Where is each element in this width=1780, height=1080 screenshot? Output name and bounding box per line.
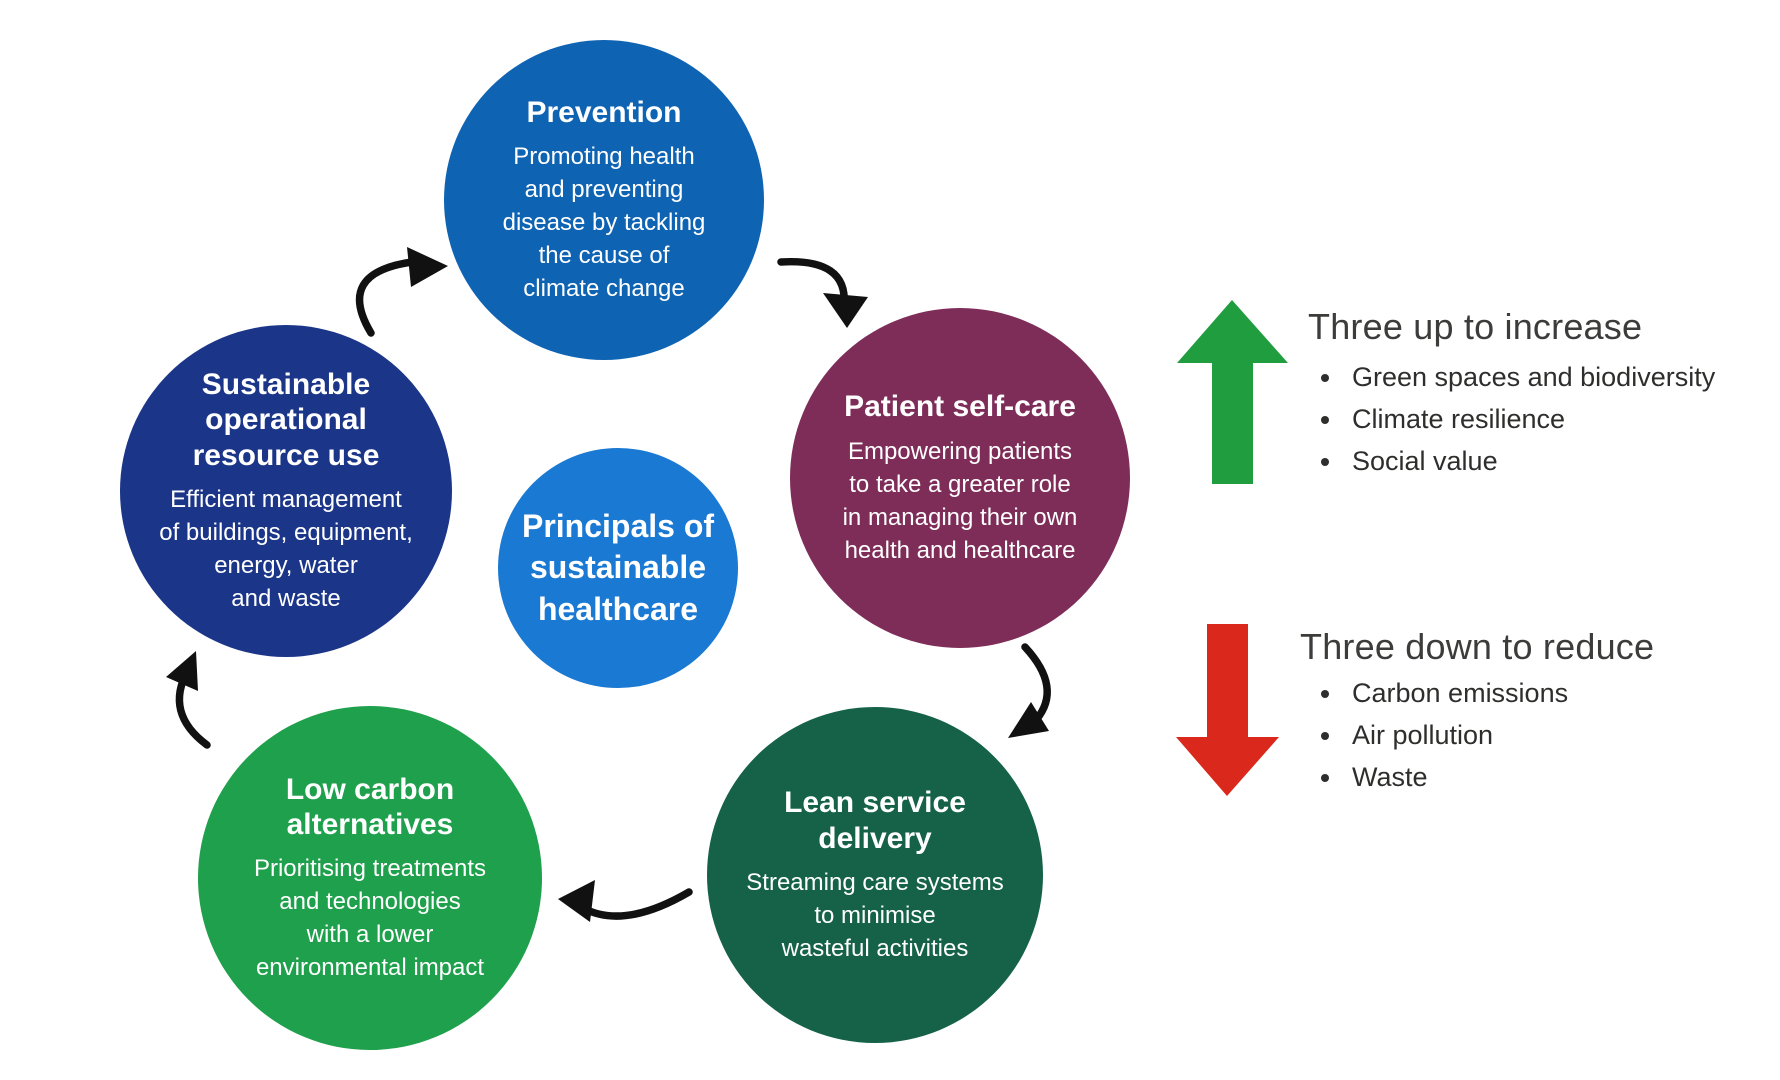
connector-arrow-patient-to-lean-icon bbox=[1008, 643, 1051, 738]
circle-lean-heading: Lean service delivery bbox=[784, 786, 966, 855]
increase-heading: Three up to increase bbox=[1308, 306, 1643, 347]
connector-arrow-lowcarbon-to-operational-icon bbox=[166, 651, 211, 749]
connector-arrow-operational-to-prevention-icon bbox=[355, 247, 448, 337]
circle-prevention: Prevention Promoting health and preventi… bbox=[444, 40, 764, 360]
list-item: Carbon emissions bbox=[1344, 678, 1568, 709]
list-item: Social value bbox=[1344, 446, 1715, 477]
circle-prevention-body: Promoting health and preventing disease … bbox=[502, 143, 706, 303]
connector-arrow-prevention-to-patient-icon bbox=[777, 257, 868, 328]
increase-list: Green spaces and biodiversity Climate re… bbox=[1322, 362, 1715, 488]
up-block-arrow-icon bbox=[1177, 300, 1288, 484]
circle-lean-service-delivery: Lean service delivery Streaming care sys… bbox=[707, 707, 1043, 1043]
circle-operational-body: Efficient management of buildings, equip… bbox=[159, 485, 413, 612]
circle-low-carbon-alternatives: Low carbon alternatives Prioritising tre… bbox=[198, 706, 542, 1050]
list-item: Climate resilience bbox=[1344, 404, 1715, 435]
reduce-list: Carbon emissions Air pollution Waste bbox=[1322, 678, 1568, 804]
circle-patient-body: Empowering patients to take a greater ro… bbox=[842, 437, 1078, 564]
connector-arrow-lean-to-lowcarbon-icon bbox=[558, 880, 693, 922]
list-item: Air pollution bbox=[1344, 720, 1568, 751]
circle-sustainable-operational-resource-use: Sustainable operational resource use Eff… bbox=[120, 325, 452, 657]
circle-patient-self-care: Patient self-care Empowering patients to… bbox=[790, 308, 1130, 648]
circle-lowcarbon-body: Prioritising treatments and technologies… bbox=[253, 855, 487, 982]
circle-patient-heading: Patient self-care bbox=[844, 390, 1076, 424]
circle-operational-heading: Sustainable operational resource use bbox=[192, 368, 380, 472]
down-block-arrow-icon bbox=[1176, 624, 1279, 796]
list-item: Waste bbox=[1344, 762, 1568, 793]
circle-lean-body: Streaming care systems to minimise waste… bbox=[746, 868, 1004, 962]
circle-lowcarbon-heading: Low carbon alternatives bbox=[285, 772, 455, 841]
center-circle-label: Principals of sustainable healthcare bbox=[521, 507, 715, 627]
reduce-heading: Three down to reduce bbox=[1300, 626, 1655, 667]
list-item: Green spaces and biodiversity bbox=[1344, 362, 1715, 393]
circle-prevention-heading: Prevention bbox=[526, 95, 682, 129]
circle-principals-center: Principals of sustainable healthcare bbox=[498, 448, 738, 688]
